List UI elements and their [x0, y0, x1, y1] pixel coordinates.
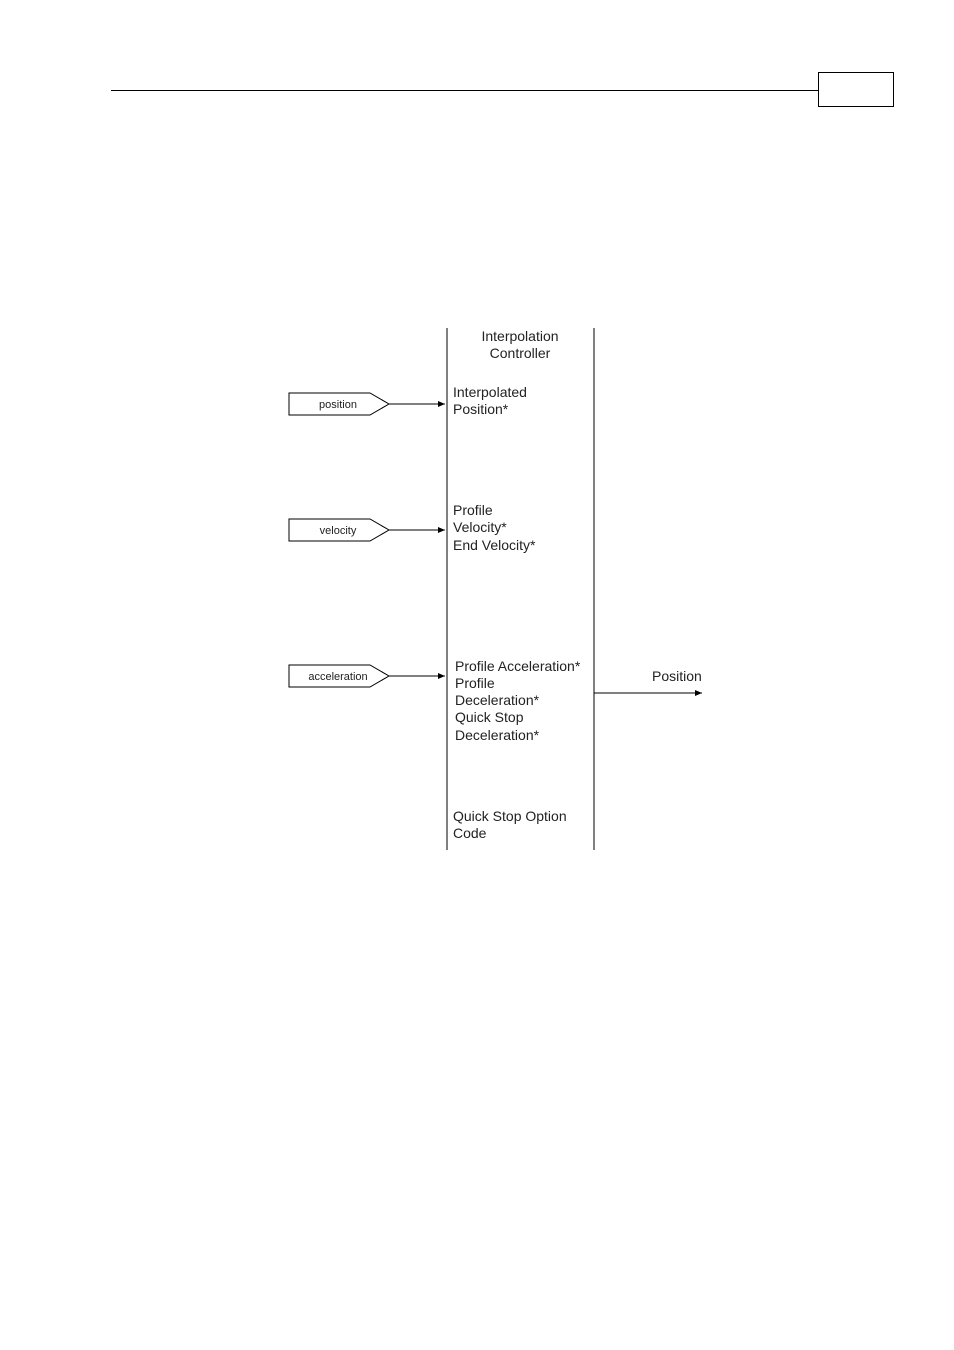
quick-stop-deceleration-line-1: Quick Stop — [455, 709, 524, 725]
input-position: position Interpolated Position* — [289, 384, 527, 417]
output-position: Position — [594, 668, 702, 693]
profile-velocity-line-1: Profile — [453, 502, 493, 518]
controller-title-line-2: Controller — [490, 345, 551, 361]
profile-acceleration-label: Profile Acceleration* — [455, 658, 581, 674]
velocity-input-tag: velocity — [320, 525, 357, 537]
quick-stop-option-code-line-1: Quick Stop Option — [453, 808, 567, 824]
acceleration-input-tag: acceleration — [308, 671, 367, 683]
profile-deceleration-line-2: Deceleration* — [455, 692, 540, 708]
quick-stop-deceleration-line-2: Deceleration* — [455, 727, 540, 743]
input-velocity: velocity Profile Velocity* End Velocity* — [289, 502, 536, 553]
controller-title-line-1: Interpolation — [481, 328, 558, 344]
input-acceleration: acceleration Profile Acceleration* Profi… — [289, 658, 581, 743]
quick-stop-option-code-line-2: Code — [453, 825, 487, 841]
interpolated-position-line-1: Interpolated — [453, 384, 527, 400]
profile-velocity-line-2: Velocity* — [453, 519, 507, 535]
profile-deceleration-line-1: Profile — [455, 675, 495, 691]
interpolated-position-line-2: Position* — [453, 401, 509, 417]
end-velocity-label: End Velocity* — [453, 537, 536, 553]
position-input-tag: position — [319, 399, 357, 411]
output-position-label: Position — [652, 668, 702, 684]
